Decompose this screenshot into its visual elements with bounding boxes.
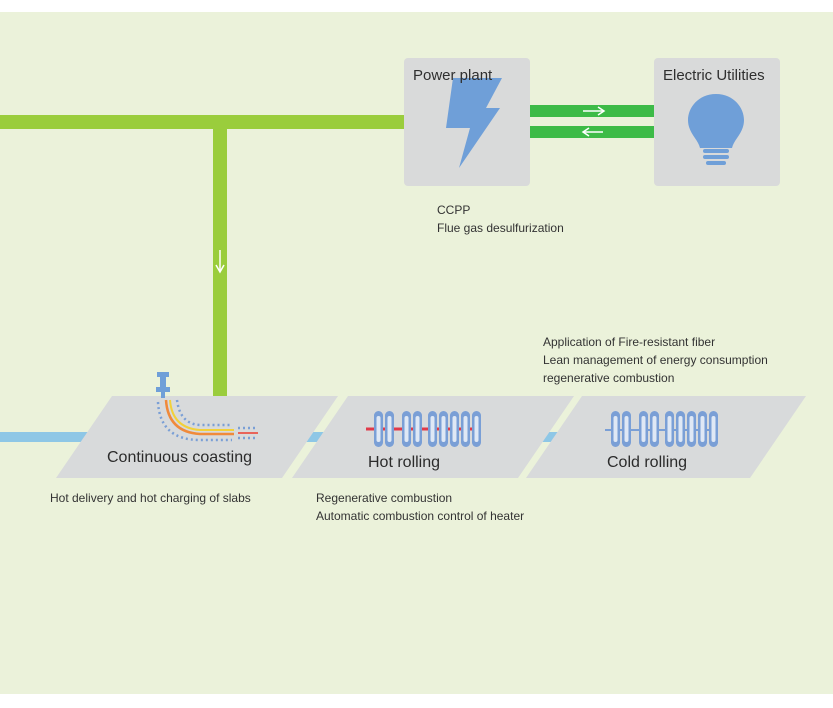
- roll-stand-inner: [667, 416, 672, 442]
- power-plant-notes: CCPP Flue gas desulfurization: [437, 201, 564, 237]
- power-plant-note: Flue gas desulfurization: [437, 221, 564, 235]
- light-bulb-icon: [688, 94, 744, 165]
- roll-stand-inner: [652, 416, 657, 442]
- hot-rolling-notes: Regenerative combustion Automatic combus…: [316, 489, 524, 525]
- utilities-title: Electric Utilities: [663, 67, 765, 84]
- stage-plate-casting: [56, 396, 338, 478]
- cold-rolling-note: regenerative combustion: [543, 371, 675, 385]
- cold-rolling-notes: Application of Fire-resistant fiber Lean…: [543, 333, 768, 387]
- roll-stand-inner: [711, 416, 716, 442]
- lightning-bolt-icon: [446, 78, 502, 168]
- continuous-caster-icon: [156, 372, 258, 442]
- casting-notes: Hot delivery and hot charging of slabs: [50, 489, 251, 507]
- flow-arrow-in: [0, 432, 108, 442]
- power-plant-title: Power plant: [413, 67, 493, 84]
- roll-stand-inner: [474, 416, 479, 442]
- roll-stand-inner: [463, 416, 468, 442]
- stage-title-casting: Continuous coasting: [107, 449, 252, 466]
- roll-stand-inner: [624, 416, 629, 442]
- roll-stand-inner: [452, 416, 457, 442]
- stage-title-cold-rolling: Cold rolling: [607, 454, 688, 471]
- right-arrow-icon: [583, 106, 606, 116]
- cold-rolling-note: Lean management of energy consumption: [543, 353, 768, 367]
- roll-stand-inner: [700, 416, 705, 442]
- roll-stand-inner: [641, 416, 646, 442]
- roll-stand-inner: [430, 416, 435, 442]
- stage-title-hot-rolling: Hot rolling: [368, 454, 441, 471]
- roll-stand-inner: [678, 416, 683, 442]
- roll-stand-inner: [404, 416, 409, 442]
- casting-note: Hot delivery and hot charging of slabs: [50, 491, 251, 505]
- left-arrow-icon: [581, 127, 603, 137]
- cold-rolling-note: Application of Fire-resistant fiber: [543, 335, 716, 349]
- roll-stand-inner: [376, 416, 381, 442]
- roll-stand-inner: [387, 416, 392, 442]
- roll-stand-inner: [689, 416, 694, 442]
- roll-stand-inner: [415, 416, 420, 442]
- down-arrow-icon: [215, 250, 225, 274]
- green-main-line: [0, 115, 406, 129]
- roll-stand-inner: [441, 416, 446, 442]
- cold-rolling-mill-icon: [605, 411, 718, 447]
- roll-stand-inner: [613, 416, 618, 442]
- hot-rolling-mill-icon: [366, 411, 481, 447]
- power-plant-note: CCPP: [437, 203, 471, 217]
- hot-rolling-note: Automatic combustion control of heater: [316, 509, 525, 523]
- hot-rolling-note: Regenerative combustion: [316, 491, 453, 505]
